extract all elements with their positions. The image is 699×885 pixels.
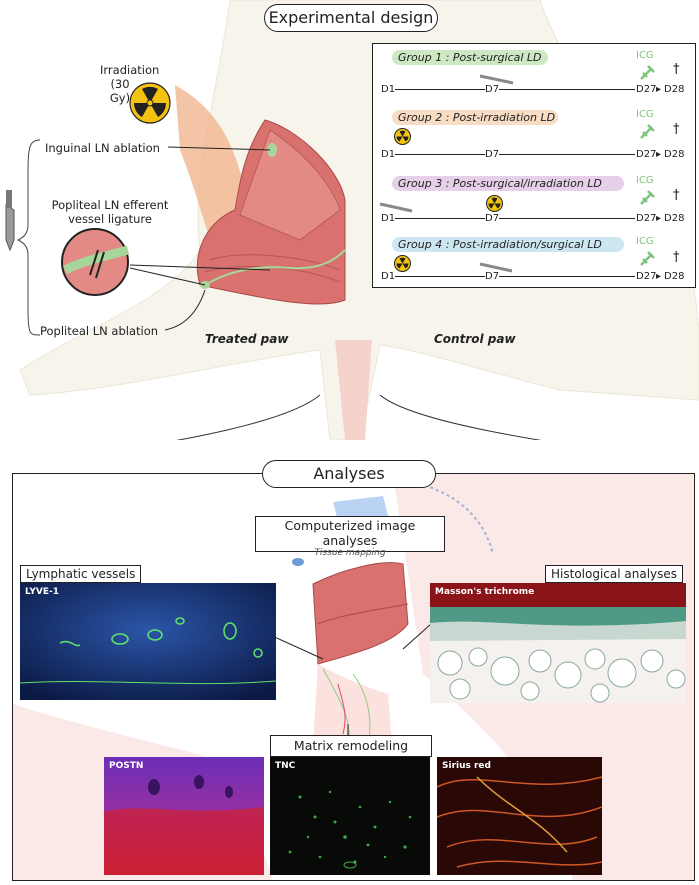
lyve1-label: LYVE-1	[25, 587, 59, 597]
group-3-label: Group 3 : Post-surgical/irradiation LD	[392, 176, 624, 191]
d7-label: D7	[485, 149, 500, 160]
death-dagger-icon: †	[673, 62, 680, 77]
experimental-design-title: Experimental design	[264, 4, 438, 32]
syringe-icon	[640, 190, 655, 205]
radiation-icon	[394, 255, 411, 272]
icg-label: ICG	[636, 175, 654, 186]
arrow-icon: ▸	[656, 149, 662, 160]
timeline-line	[395, 218, 635, 219]
d28-label: D28	[664, 149, 685, 160]
irradiation-text: Irradiation	[100, 63, 160, 77]
radiation-icon	[486, 195, 503, 212]
histological-analyses-tag: Histological analyses	[545, 565, 684, 583]
muscle-zoom	[312, 562, 409, 665]
d1-label: D1	[381, 84, 396, 95]
group-1-label: Group 1 : Post-surgical LD	[392, 50, 548, 65]
arrow-icon: ▸	[656, 213, 662, 224]
icg-label: ICG	[636, 109, 654, 120]
timeline-line	[395, 276, 635, 277]
tnc-label: TNC	[275, 761, 296, 771]
control-paw-label: Control paw	[434, 332, 516, 346]
death-dagger-icon: †	[673, 250, 680, 265]
arrow-icon: ▸	[656, 84, 662, 95]
popliteal-efferent-label: Popliteal LN efferent vessel ligature	[40, 198, 180, 226]
d28-label: D28	[664, 271, 685, 282]
popliteal-efferent-line1: Popliteal LN efferent	[51, 198, 169, 212]
lyve1-micrograph	[20, 583, 276, 700]
tissue-mapping-subtitle: Tissue mapping	[314, 548, 386, 558]
popliteal-ablation-label: Popliteal LN ablation	[40, 324, 159, 338]
matrix-remodeling-title: Matrix remodeling	[293, 738, 409, 753]
d27-label: D27	[636, 271, 657, 282]
masson-label: Masson's trichrome	[435, 587, 535, 597]
syringe-icon	[640, 251, 655, 266]
rat-tail	[335, 340, 372, 440]
inguinal-ln-label: Inguinal LN ablation	[45, 141, 160, 155]
d1-label: D1	[381, 213, 396, 224]
postn-label: POSTN	[109, 761, 144, 771]
icg-label: ICG	[636, 50, 654, 61]
d7-label: D7	[485, 271, 500, 282]
d28-label: D28	[664, 213, 685, 224]
timeline-line	[395, 89, 635, 90]
d28-label: D28	[664, 84, 685, 95]
scalpel-small-icon	[479, 262, 513, 273]
icg-label: ICG	[636, 236, 654, 247]
d7-label: D7	[485, 213, 500, 224]
timeline-line	[395, 154, 635, 155]
scalpel-icon	[5, 190, 15, 252]
d27-label: D27	[636, 149, 657, 160]
scalpel-small-icon	[379, 202, 413, 213]
tnc-micrograph	[270, 757, 430, 875]
computerized-title: Computerized image analyses	[284, 518, 416, 548]
d27-label: D27	[636, 213, 657, 224]
d27-label: D27	[636, 84, 657, 95]
death-dagger-icon: †	[673, 122, 680, 137]
lymphatic-vessels-tag: Lymphatic vessels	[20, 565, 142, 583]
postn-micrograph	[104, 757, 264, 875]
arrow-icon: ▸	[656, 271, 662, 282]
death-dagger-icon: †	[673, 188, 680, 203]
bracket	[16, 139, 41, 336]
computerized-analyses-box: Computerized image analyses Tissue mappi…	[255, 516, 445, 558]
matrix-remodeling-box: Matrix remodeling	[270, 735, 432, 757]
analyses-title: Analyses	[262, 460, 436, 488]
syringe-icon	[640, 124, 655, 139]
masson-micrograph	[430, 583, 686, 703]
treated-paw-label: Treated paw	[205, 332, 289, 346]
d7-label: D7	[485, 84, 500, 95]
dose-text: (30 Gy)	[109, 77, 131, 105]
irradiation-label: Irradiation (30 Gy)	[100, 63, 160, 105]
sirius-red-micrograph	[437, 757, 602, 875]
sirius-red-label: Sirius red	[442, 761, 491, 771]
popliteal-efferent-line2: vessel ligature	[68, 212, 152, 226]
group-4-label: Group 4 : Post-irradiation/surgical LD	[392, 237, 624, 252]
group-2-label: Group 2 : Post-irradiation LD	[392, 110, 558, 125]
scalpel-small-icon	[479, 74, 514, 85]
d1-label: D1	[381, 271, 396, 282]
d1-label: D1	[381, 149, 396, 160]
syringe-icon	[640, 65, 655, 80]
radiation-icon	[394, 128, 411, 145]
